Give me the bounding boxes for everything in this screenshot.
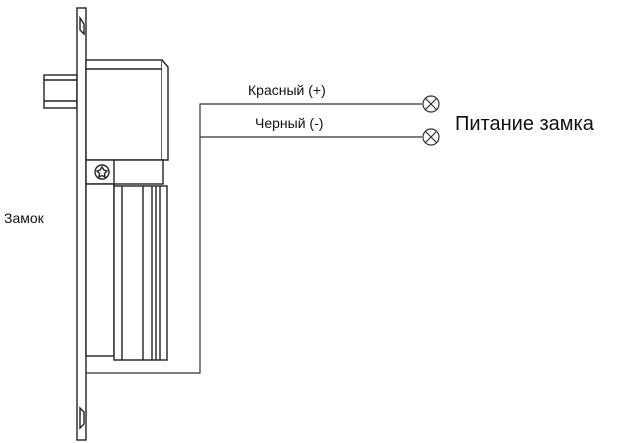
- circle-x-terminal-icon: [422, 95, 440, 113]
- red-wire-label: Красный (+): [248, 82, 326, 98]
- circle-x-terminal-icon: [422, 128, 440, 146]
- screw-icon: [94, 164, 110, 180]
- wires: [86, 103, 422, 374]
- face-plate: [76, 7, 87, 441]
- black-wire-label: Черный (-): [255, 115, 323, 131]
- lock-body-upper: [85, 59, 163, 161]
- terminal-black: [422, 128, 440, 146]
- lock-drawing: [43, 7, 169, 441]
- red-wire: [86, 103, 422, 374]
- lock-body-lower: [85, 183, 115, 357]
- terminal-red: [422, 95, 440, 113]
- power-label: Питание замка: [455, 113, 595, 135]
- lock-label: Замок: [4, 210, 45, 226]
- lock-fins: [113, 185, 168, 361]
